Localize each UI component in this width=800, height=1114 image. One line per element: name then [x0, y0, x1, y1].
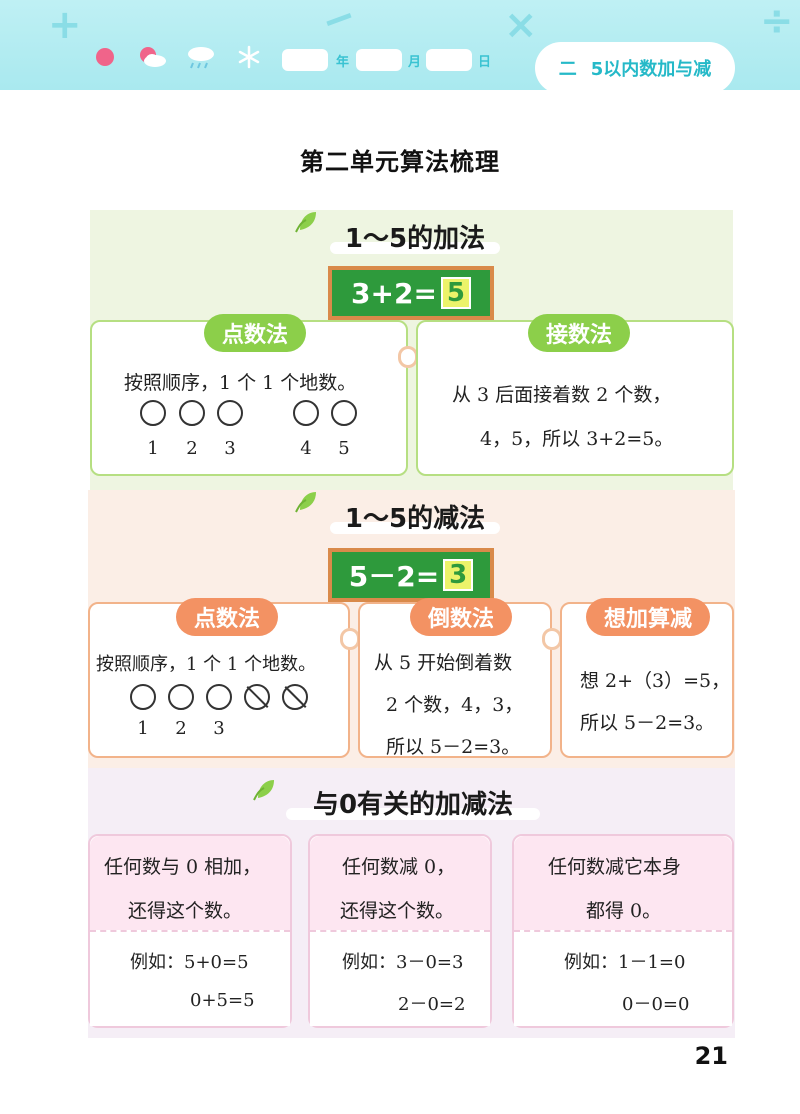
zero-add-rule-area	[90, 836, 290, 930]
zero-add-example-2: 0+5=5	[190, 990, 255, 1011]
subtraction-equation-board: 5－2= 3	[328, 548, 494, 602]
counter-circle	[130, 684, 156, 710]
counting-back-line-3: 所以 5－2=3。	[386, 736, 521, 758]
subtract-itself-rule-2: 都得 0。	[586, 900, 662, 922]
addition-answer-box: 5	[440, 277, 471, 309]
zero-add-rule-1: 任何数与 0 相加，	[104, 856, 262, 878]
counter-circle	[217, 400, 243, 426]
counting-back-tag: 倒数法	[410, 598, 513, 636]
counting-method-tag: 点数法	[204, 314, 307, 352]
day-input[interactable]	[426, 49, 472, 71]
day-label: 日	[478, 55, 492, 70]
zero-subtract-example-2: 2－0=2	[398, 994, 466, 1015]
counting-on-method-tag: 接数法	[528, 314, 631, 352]
count-number: 3	[213, 718, 225, 739]
subtraction-counting-text: 按照顺序，1 个 1 个地数。	[96, 654, 317, 675]
subtraction-counting-tag: 点数法	[176, 598, 279, 636]
leaf-icon	[295, 492, 316, 513]
zero-add-rule-2: 还得这个数。	[128, 900, 243, 922]
count-number: 1	[137, 718, 149, 739]
addition-equation-board: 3+2= 5	[328, 266, 494, 320]
month-input[interactable]	[356, 49, 402, 71]
count-number: 1	[147, 438, 159, 459]
binder-clip-icon	[340, 628, 360, 650]
divide-decoration-icon: ÷	[760, 0, 794, 44]
chapter-badge: 二 5以内数加与减	[535, 42, 735, 90]
cloud-sun-icon[interactable]	[136, 44, 168, 70]
page-title: 第二单元算法梳理	[300, 148, 500, 176]
zero-heading: 与0有关的加减法	[276, 782, 550, 822]
addition-equation: 3+2=	[351, 276, 437, 310]
think-addition-line-1: 想 2+（3）=5，	[580, 670, 731, 692]
count-number: 4	[300, 438, 312, 459]
year-input[interactable]	[282, 49, 328, 71]
year-label: 年	[336, 55, 350, 70]
think-addition-tag: 想加算减	[586, 598, 711, 636]
subtract-itself-example-1: 例如：1－1=0	[564, 952, 686, 973]
page-number: 21	[694, 1042, 728, 1070]
counter-circle	[331, 400, 357, 426]
subtract-itself-example-2: 0－0=0	[622, 994, 690, 1015]
zero-subtract-example-1: 例如：3－0=3	[342, 952, 464, 973]
minus-decoration-icon: −	[315, 0, 363, 47]
counter-circle	[293, 400, 319, 426]
plus-decoration-icon: +	[48, 2, 82, 48]
snowflake-icon[interactable]	[236, 44, 262, 70]
count-number: 3	[224, 438, 236, 459]
zero-add-example-1: 例如：5+0=5	[130, 952, 249, 973]
subtraction-equation: 5－2=	[348, 560, 440, 593]
zero-subtract-rule-2: 还得这个数。	[340, 900, 455, 922]
crossed-counter-circle	[282, 684, 308, 710]
count-number: 2	[186, 438, 198, 459]
zero-add-example-area	[90, 930, 290, 1026]
sun-icon[interactable]	[92, 44, 118, 70]
binder-clip-icon	[398, 346, 418, 368]
chapter-title: 5以内数加与减	[590, 59, 712, 80]
subtract-itself-rule-area	[514, 836, 732, 930]
zero-subtract-rule-area	[310, 836, 490, 930]
count-number: 5	[338, 438, 350, 459]
rain-icon[interactable]	[184, 44, 218, 70]
counter-circle	[140, 400, 166, 426]
zero-subtract-rule-1: 任何数减 0，	[342, 856, 456, 878]
subtraction-answer-box: 3	[443, 559, 474, 591]
counting-on-line-2: 4，5，所以 3+2=5。	[480, 428, 674, 450]
crossed-counter-circle	[244, 684, 270, 710]
counter-circle	[168, 684, 194, 710]
times-decoration-icon: ×	[504, 2, 538, 48]
think-addition-line-2: 所以 5－2=3。	[580, 712, 715, 734]
leaf-icon	[253, 780, 274, 801]
subtract-itself-rule-1: 任何数减它本身	[548, 856, 682, 878]
binder-clip-icon	[542, 628, 562, 650]
counter-circle	[206, 684, 232, 710]
header-band: + − × ÷ 年 月 日 二 5以内数加与减	[0, 0, 800, 90]
month-label: 月	[408, 55, 422, 70]
leaf-icon	[295, 212, 316, 233]
count-number: 2	[175, 718, 187, 739]
counting-on-line-1: 从 3 后面接着数 2 个数，	[452, 384, 672, 406]
counting-method-text: 按照顺序，1 个 1 个地数。	[124, 372, 357, 394]
counting-back-line-1: 从 5 开始倒着数	[374, 652, 513, 674]
chapter-number: 二	[558, 59, 577, 80]
addition-heading: 1～5的加法	[320, 216, 510, 256]
counting-back-line-2: 2 个数，4，3，	[386, 694, 524, 716]
counter-circle	[179, 400, 205, 426]
subtract-itself-example-area	[514, 930, 732, 1026]
subtraction-heading: 1～5的减法	[320, 496, 510, 536]
zero-subtract-example-area	[310, 930, 490, 1026]
